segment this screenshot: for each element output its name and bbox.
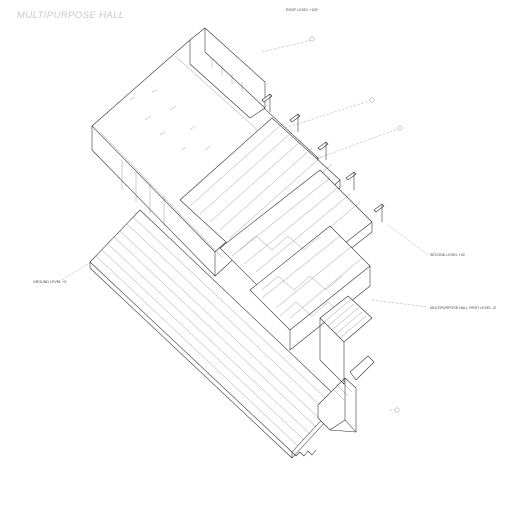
truss-chords — [239, 235, 345, 317]
structural-fins — [261, 93, 385, 222]
ground-level-label: GROUND LEVEL +0' — [33, 280, 67, 284]
second-level-label: SECOND LEVEL +16' — [430, 253, 466, 257]
hatched-facade — [319, 295, 373, 385]
leader-lines — [57, 36, 429, 413]
end-wall — [317, 355, 375, 433]
roof-parapet — [189, 27, 266, 119]
roof-level-label: ROOF LEVEL +100' — [286, 8, 319, 12]
floor-decks — [179, 117, 373, 351]
multipurpose-hall-level-label: MULTIPURPOSE HALL FIRST LEVEL -8' — [430, 306, 497, 310]
drawing-title: MULTIPURPOSE HALL — [17, 10, 125, 21]
